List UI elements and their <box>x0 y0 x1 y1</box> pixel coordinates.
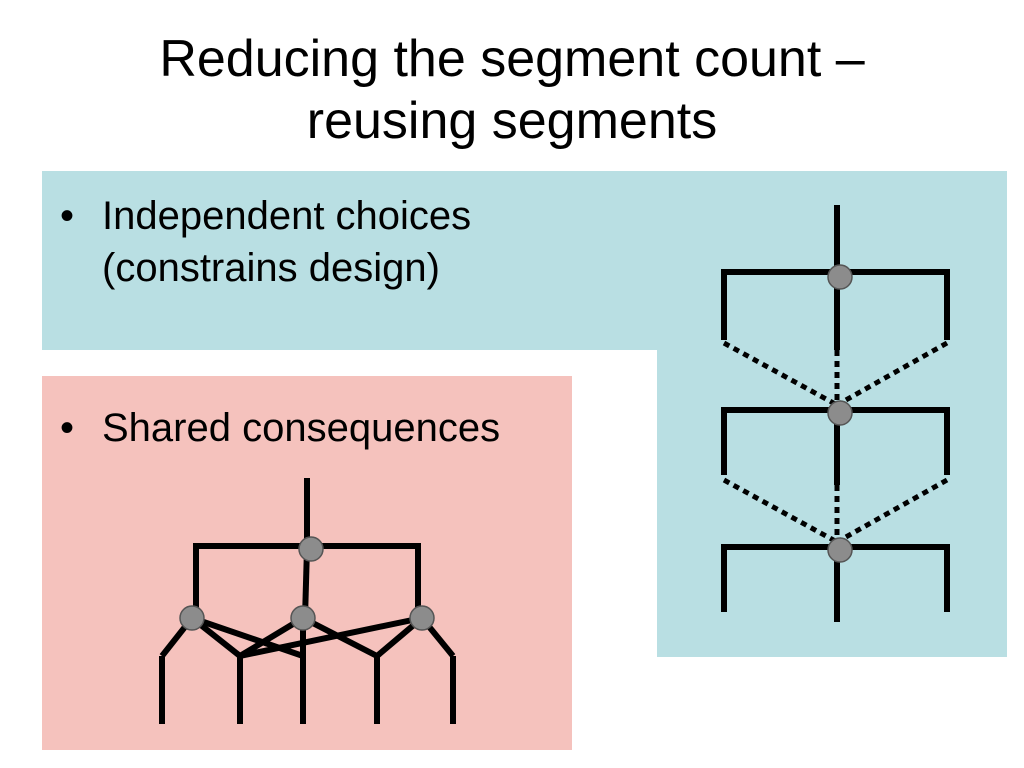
node-level1 <box>827 264 853 290</box>
node-middle <box>290 605 316 631</box>
title-line-1: Reducing the segment count – <box>159 30 865 88</box>
node-left <box>179 605 205 631</box>
bullet-independent-line-1: Independent choices <box>102 194 472 238</box>
dotted-left-1 <box>722 340 839 408</box>
dotted-links <box>722 340 949 545</box>
node-root <box>298 536 324 562</box>
bullet-marker: • <box>60 194 75 238</box>
node-level2 <box>827 400 853 426</box>
shared-consequences-diagram <box>159 478 456 724</box>
slide-title: Reducing the segment count – reusing seg… <box>0 28 1024 152</box>
link-right-to-leaf2 <box>239 615 423 659</box>
bullet-independent-line-2: (constrains design) <box>102 246 440 290</box>
dotted-right-1 <box>835 340 949 408</box>
bullet-independent-choices: • Independent choices (constrains design… <box>60 190 472 294</box>
bullet-shared-consequences: • Shared consequences <box>60 402 501 454</box>
dotted-right-2 <box>835 477 949 545</box>
blue-panel <box>42 171 1007 657</box>
dotted-left-2 <box>722 477 839 545</box>
independent-choices-diagram <box>721 205 950 622</box>
bullet-shared-line-1: Shared consequences <box>102 406 501 450</box>
node-right <box>409 605 435 631</box>
title-line-2: reusing segments <box>306 92 718 150</box>
bullet-marker: • <box>60 406 75 450</box>
node-level3 <box>827 537 853 563</box>
